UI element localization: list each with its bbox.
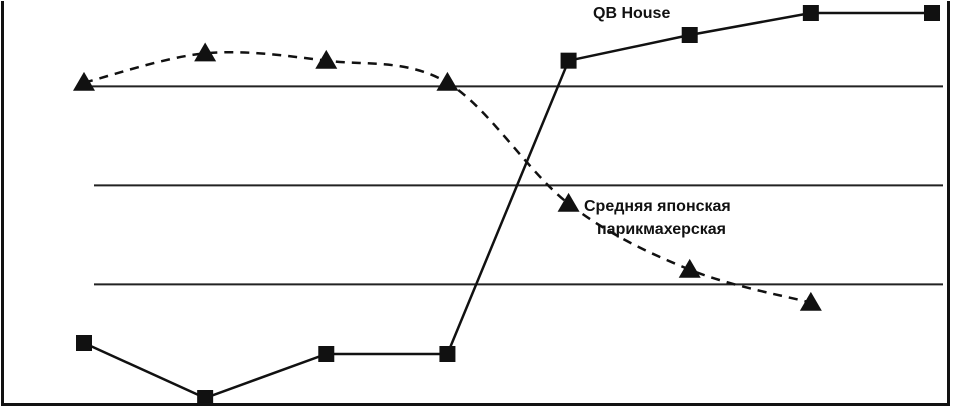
qb-house-point — [76, 335, 92, 351]
qb-house-point — [439, 346, 456, 362]
gridlines — [84, 85, 943, 286]
average-salon-point — [73, 71, 95, 91]
qb-house-point — [197, 390, 214, 406]
average-salon-point — [315, 49, 338, 69]
series-markers — [73, 5, 940, 406]
qb-house-line — [83, 11, 932, 400]
average-salon-point — [678, 258, 701, 278]
qb-house-point — [802, 5, 819, 21]
qb-house-point — [560, 52, 577, 69]
qb-house-point — [681, 27, 698, 43]
series-lines — [83, 11, 932, 400]
qb-house-point — [924, 5, 940, 21]
average-salon-point — [557, 192, 580, 212]
series-labels: QB House Средняя японская парикмахерская — [584, 5, 731, 238]
chart-frame — [1, 1, 950, 406]
average-salon-point — [194, 42, 217, 62]
average-salon-point — [436, 71, 459, 91]
qb-house-label: QB House — [593, 5, 670, 22]
average-salon-label-line2: парикмахерская — [597, 221, 726, 238]
average-salon-label-line1: Средняя японская — [584, 198, 731, 215]
average-salon-point — [799, 291, 822, 311]
qb-house-point — [318, 346, 335, 362]
